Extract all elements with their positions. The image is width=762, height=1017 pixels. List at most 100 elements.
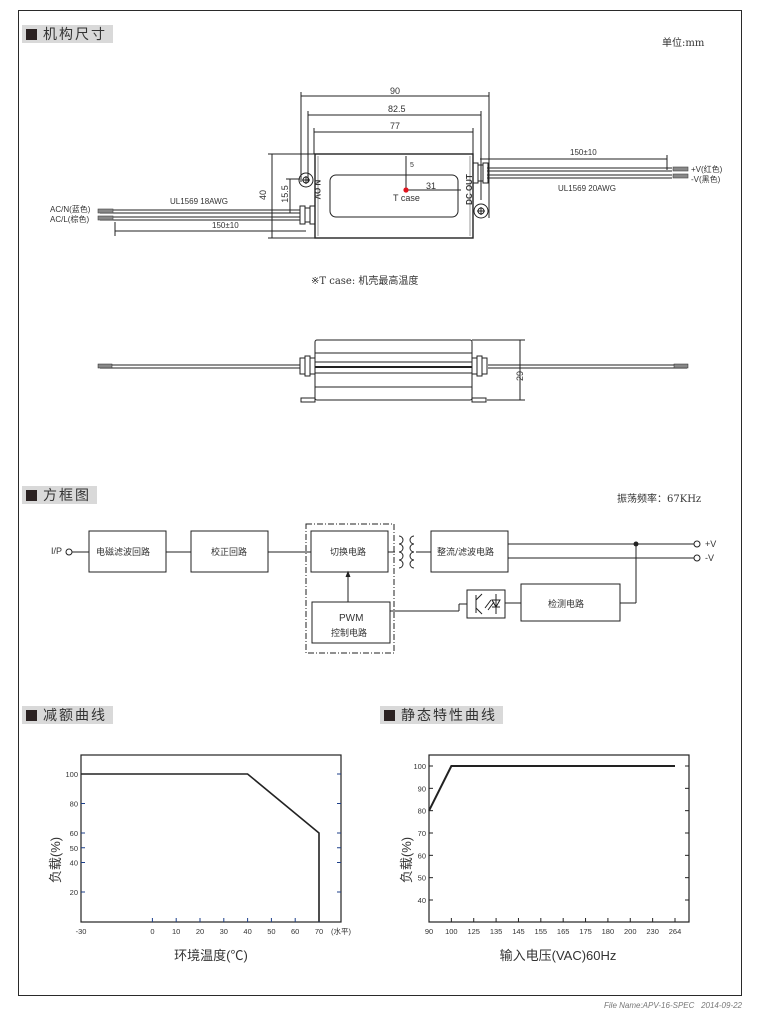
input-wire-spec: UL1569 18AWG bbox=[170, 197, 228, 206]
bullet-square-icon bbox=[26, 489, 37, 501]
y-tick-label: 80 bbox=[70, 800, 78, 809]
x-axis-label: 环境温度(℃) bbox=[174, 948, 248, 963]
x-tick-label: 100 bbox=[445, 927, 458, 936]
x-tick-label: -30 bbox=[76, 927, 87, 936]
bullet-square-icon bbox=[26, 28, 37, 40]
primary-region-dashed bbox=[305, 523, 395, 654]
section-header-block-diagram: 方框图 bbox=[22, 486, 97, 504]
x-tick-label: 90 bbox=[425, 927, 433, 936]
y-tick-label: 40 bbox=[418, 896, 426, 905]
x-tick-label: 70 bbox=[315, 927, 323, 936]
static-series-line bbox=[428, 765, 675, 812]
dim-77: 77 bbox=[390, 121, 401, 131]
output-pos-label: +V bbox=[705, 539, 717, 549]
x-axis-label: 输入电压(VAC)60Hz bbox=[500, 948, 617, 963]
footer-file-name: File Name:APV-16-SPEC bbox=[604, 1001, 695, 1010]
oscillation-frequency: 振荡频率：67KHz bbox=[617, 494, 702, 505]
tcase-note: ※T case: 机壳最高温度 bbox=[311, 276, 419, 287]
output-neg-label: -V bbox=[705, 553, 714, 563]
y-tick-label: 100 bbox=[65, 770, 78, 779]
y-axis-label: 负载(%) bbox=[48, 837, 63, 883]
wire-end-pos bbox=[672, 166, 689, 172]
output-terminal-pos bbox=[693, 540, 701, 548]
label-neg: -V(黑色) bbox=[691, 175, 721, 184]
wire-end-acn bbox=[97, 208, 114, 214]
x-tick-label: 50 bbox=[267, 927, 275, 936]
unit-label: 单位:mm bbox=[662, 38, 705, 49]
y-tick-label: 90 bbox=[418, 784, 426, 793]
footer-date: 2014-09-22 bbox=[701, 1001, 742, 1010]
x-tick-label: 180 bbox=[602, 927, 615, 936]
mechanical-top-view bbox=[97, 92, 689, 239]
y-axis-label: 负载(%) bbox=[399, 837, 414, 883]
y-tick-label: 50 bbox=[70, 844, 78, 853]
bullet-square-icon bbox=[384, 709, 395, 721]
plot-frame bbox=[80, 754, 342, 923]
block-rectifier bbox=[430, 530, 509, 573]
transformer-secondary bbox=[409, 535, 415, 569]
x-tick-label: 135 bbox=[490, 927, 503, 936]
x-tick-label: 264 bbox=[669, 927, 682, 936]
block-pwm-label-top: PWM bbox=[339, 613, 364, 624]
junction-dot bbox=[633, 541, 639, 547]
label-acn: AC/N(蓝色) bbox=[50, 205, 91, 214]
output-wire-spec: UL1569 20AWG bbox=[558, 184, 616, 193]
mechanical-side-view bbox=[97, 339, 689, 403]
section-title: 方框图 bbox=[43, 488, 91, 504]
block-switch-label: 切换电路 bbox=[330, 548, 367, 558]
y-tick-label: 100 bbox=[413, 762, 426, 771]
x-tick-label: 30 bbox=[220, 927, 228, 936]
tcase-label: T case bbox=[393, 193, 420, 203]
label-acl: AC/L(棕色) bbox=[50, 215, 90, 224]
section-title: 减额曲线 bbox=[43, 708, 107, 724]
dim-90: 90 bbox=[390, 86, 401, 96]
y-tick-label: 50 bbox=[418, 874, 426, 883]
housing-outline bbox=[314, 153, 474, 239]
dim-82-5: 82.5 bbox=[388, 104, 406, 114]
x-tick-label: 40 bbox=[243, 927, 251, 936]
page-frame bbox=[18, 10, 742, 996]
label-pos: +V(红色) bbox=[691, 165, 723, 174]
y-tick-label: 60 bbox=[70, 829, 78, 838]
section-title: 静态特性曲线 bbox=[401, 708, 497, 724]
x-tick-label: 125 bbox=[467, 927, 480, 936]
section-title: 机构尺寸 bbox=[43, 27, 107, 43]
section-header-derating: 减额曲线 bbox=[22, 706, 113, 724]
block-emi-label: 电磁滤波回路 bbox=[96, 548, 151, 558]
x-tick-label: 165 bbox=[557, 927, 570, 936]
x-tick-label: 10 bbox=[172, 927, 180, 936]
x-tick-label: 230 bbox=[646, 927, 659, 936]
dim-tcase-h: 31 bbox=[426, 181, 437, 191]
housing-label-recess bbox=[329, 174, 459, 218]
block-diagram bbox=[65, 523, 701, 654]
y-tick-label: 70 bbox=[418, 829, 426, 838]
input-wire-length: 150±10 bbox=[212, 221, 239, 230]
block-detect-label: 检测电路 bbox=[548, 600, 585, 610]
x-tick-label: 20 bbox=[196, 927, 204, 936]
footer: File Name:APV-16-SPEC 2014-09-22 bbox=[604, 1001, 742, 1010]
bullet-square-icon bbox=[26, 709, 37, 721]
x-unit-note: (水平) bbox=[331, 926, 351, 936]
y-tick-label: 80 bbox=[418, 807, 426, 816]
y-tick-label: 40 bbox=[70, 859, 78, 868]
wire-end-acl bbox=[97, 215, 114, 221]
x-tick-label: 145 bbox=[512, 927, 525, 936]
y-tick-label: 60 bbox=[418, 851, 426, 860]
mount-ear-right bbox=[473, 203, 489, 219]
x-tick-label: 155 bbox=[535, 927, 548, 936]
x-tick-label: 60 bbox=[291, 927, 299, 936]
plot-frame bbox=[428, 754, 690, 923]
block-pwm bbox=[311, 601, 391, 644]
block-pfc-label: 校正回路 bbox=[211, 548, 248, 558]
block-pwm-label-bottom: 控制电路 bbox=[331, 629, 368, 639]
dim-tcase-v: 5 bbox=[410, 162, 414, 169]
x-tick-label: 0 bbox=[150, 927, 154, 936]
transformer-primary bbox=[398, 535, 404, 569]
mount-ear-left bbox=[298, 172, 314, 188]
derating-series-line bbox=[81, 773, 320, 922]
block-rectifier-label: 整流/滤波电路 bbox=[437, 548, 495, 558]
output-wire-length: 150±10 bbox=[570, 148, 597, 157]
wire-end-neg bbox=[672, 173, 689, 179]
